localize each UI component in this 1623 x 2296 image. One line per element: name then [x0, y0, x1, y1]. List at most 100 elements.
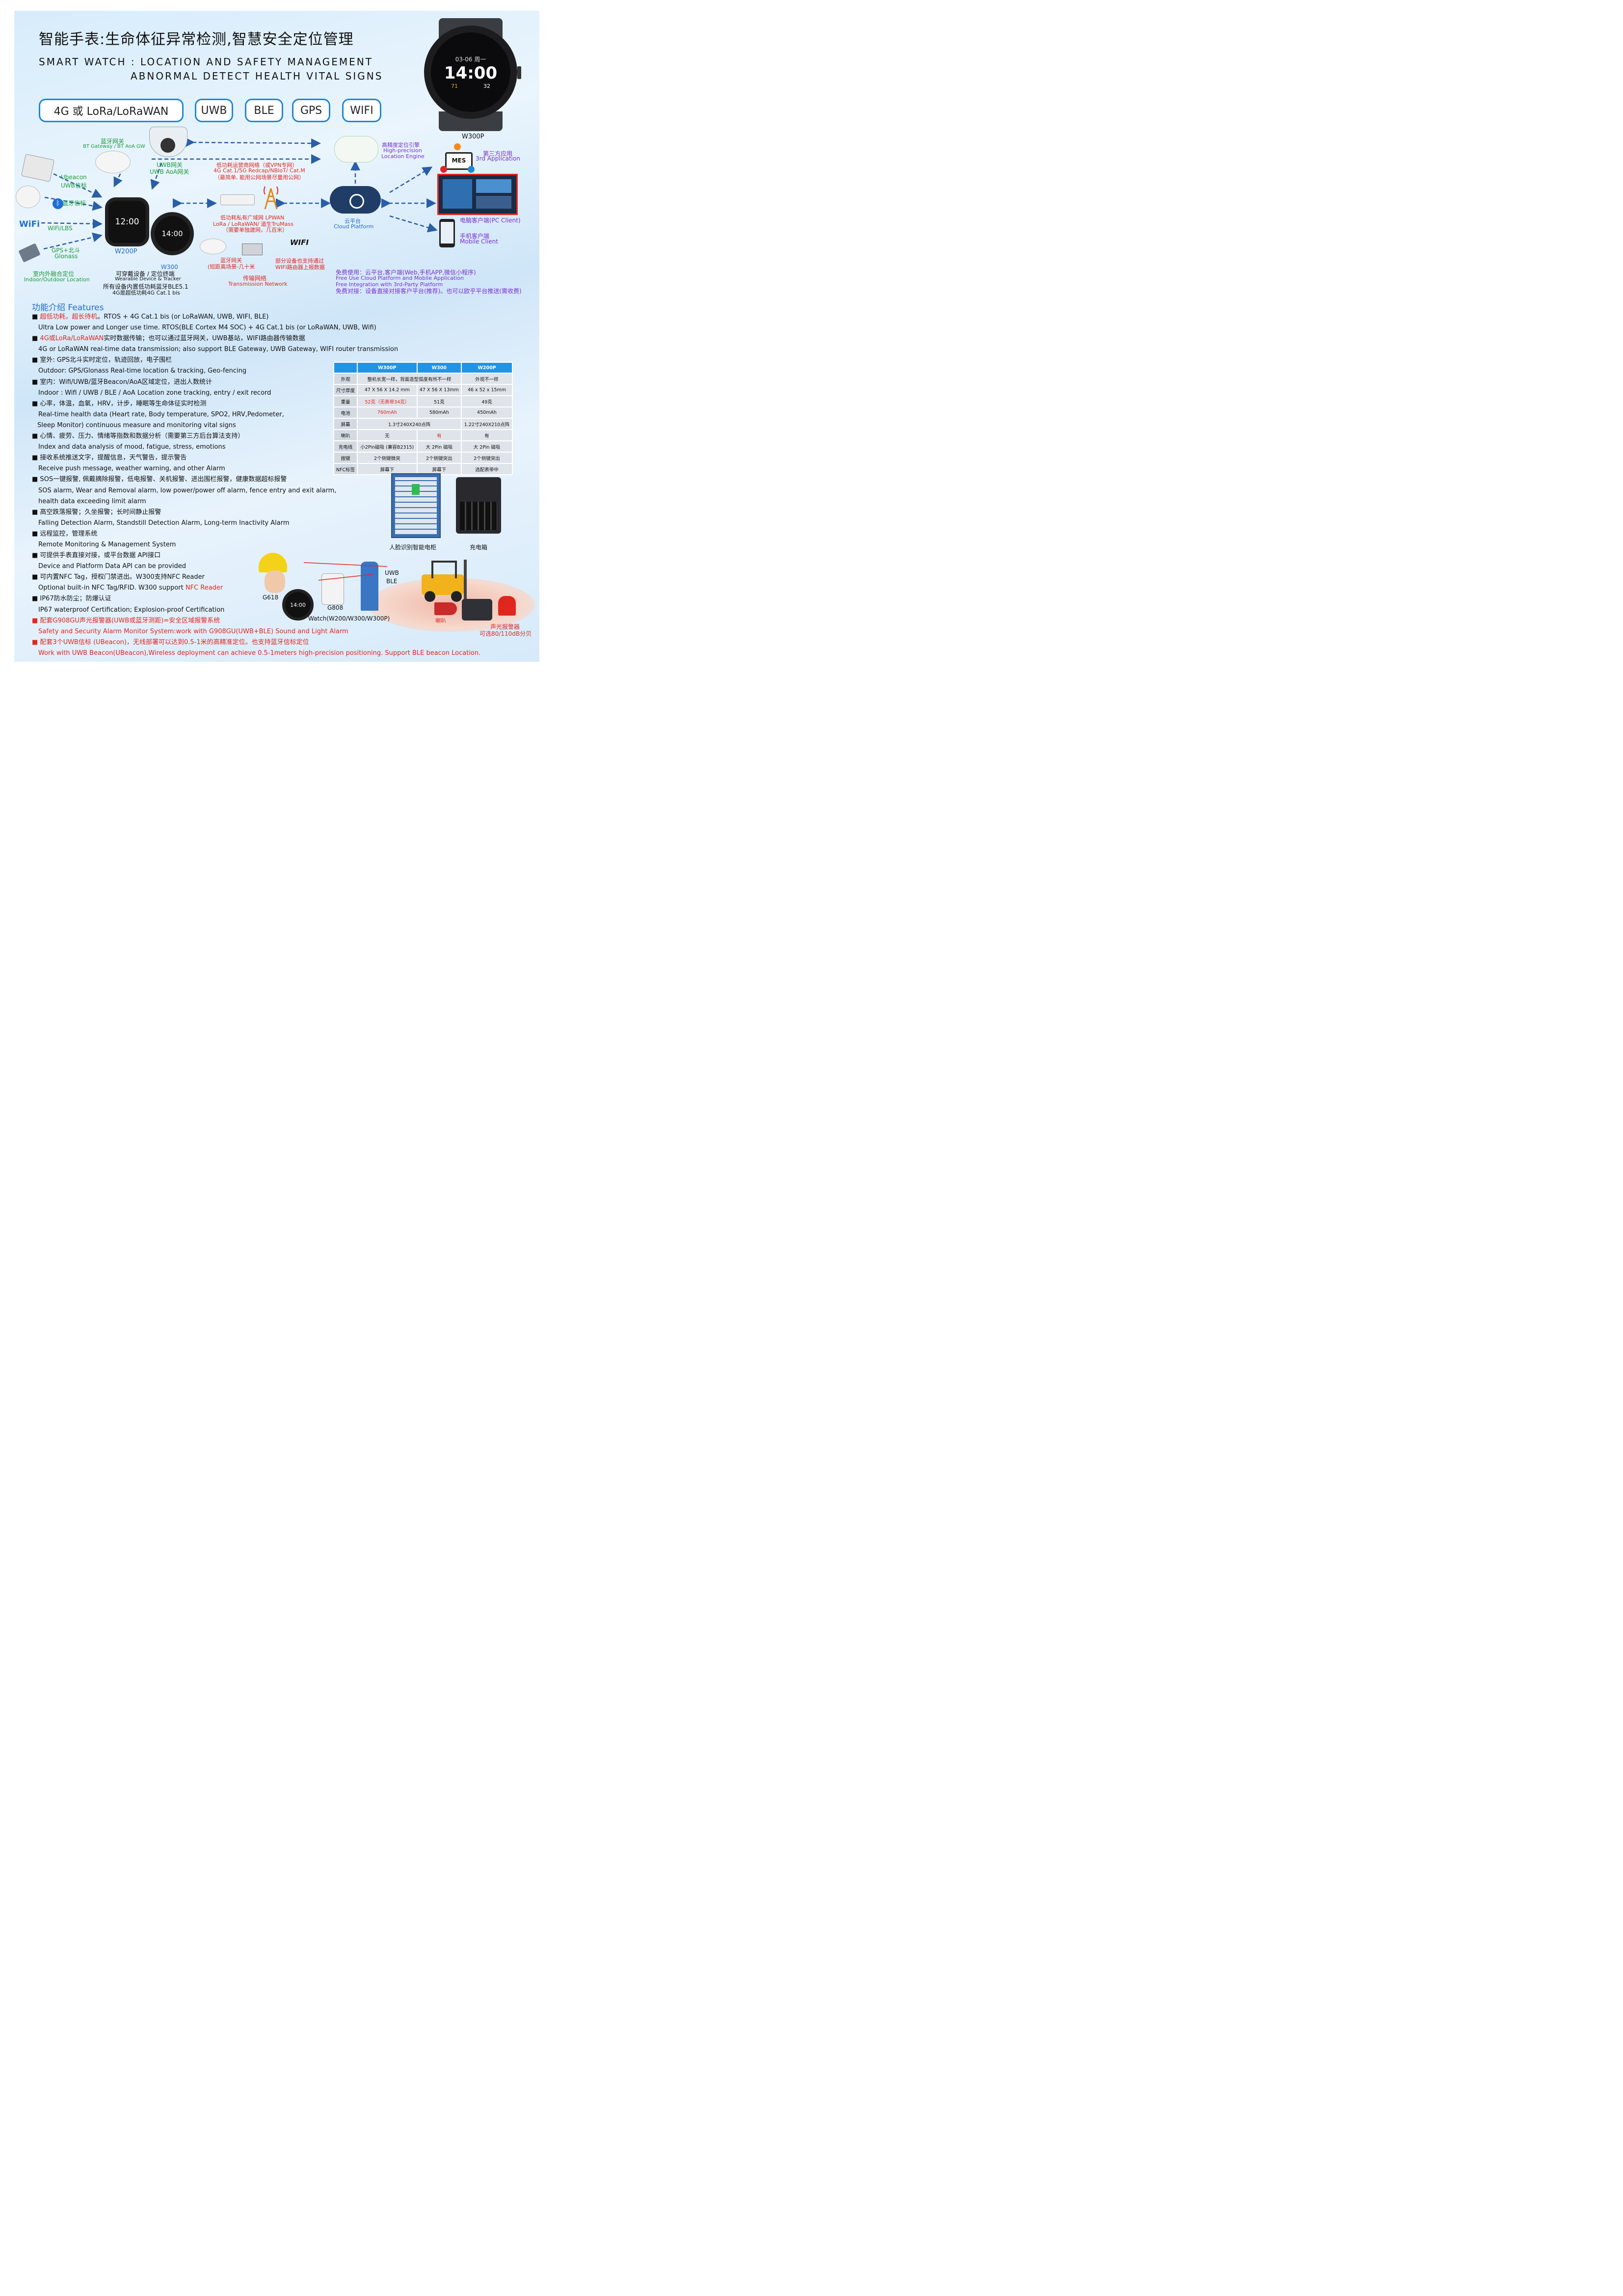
- free-use-en: Free Use Cloud Platform and Mobile Appli…: [336, 275, 464, 281]
- feature-en: Device and Platform Data API can be prov…: [38, 563, 186, 570]
- feature-item: ■ 心率，体温，血氧，HRV，计步，睡眠等生命体征实时检测: [32, 400, 207, 407]
- ble-note: 所有设备内置低功耗蓝牙BLE5.1: [103, 283, 188, 290]
- forklift: [417, 560, 476, 602]
- small-watch-time: 14:00: [290, 601, 306, 608]
- feature-cn: 心率，体温，血氧，HRV，计步，睡眠等生命体征实时检测: [40, 400, 207, 407]
- diagram-arrows: [41, 137, 438, 250]
- tag-wifi: WIFI: [342, 99, 381, 122]
- alarm-light-icon: [498, 596, 516, 616]
- free-use-cn: 免费使用：云平台,客户端(Web,手机APP,微信小程序): [336, 269, 476, 276]
- bt-gateway2-note: (短距离场景-几十米: [208, 264, 255, 270]
- feature-item-red: ■ 配套G908GU声光报警器(UWB或蓝牙测距)=安全区域报警系统: [32, 617, 220, 624]
- poster: 智能手表:生命体征异常检测,智慧安全定位管理 SMART WATCH : LOC…: [14, 11, 539, 662]
- gps-label-cn: GPS+北斗: [52, 247, 80, 254]
- spec-header-blank: [333, 362, 358, 374]
- feature-cn: 接收系统推送文字，提醒信息，天气警告，提示警告: [40, 454, 187, 462]
- w200p-watch: 12:00: [105, 197, 149, 246]
- feature-en: Receive push message, weather warning, a…: [38, 465, 225, 473]
- wearable-en: Wearable Device & Tracker: [115, 276, 181, 282]
- feature-cn: 心情、疲劳、压力、情绪等指数和数据分析（需要第三方后台算法支持）: [40, 432, 244, 440]
- wifi-lbs-label: WiFi/LBS: [48, 225, 73, 232]
- spec-row-screen: 屏幕 1.3寸240X240点阵 1.22寸240X210点阵: [333, 418, 513, 430]
- ble-beacon-label: 蓝牙信标: [62, 200, 86, 207]
- tag-gps: GPS: [292, 99, 330, 122]
- title-en-line1: SMART WATCH : LOCATION AND SAFETY MANAGE…: [39, 56, 373, 68]
- feature-en-cont: Sleep Monitor) continuous measure and mo…: [37, 421, 236, 429]
- engine-en-2: Location Engine: [381, 153, 425, 160]
- bt-gateway2-device: [200, 239, 226, 254]
- spec-row-weight: 重量 52克（无表带34克） 51克 49克: [333, 395, 513, 407]
- speaker-label: 喇叭: [435, 618, 446, 624]
- uwb-ble-lines: [303, 562, 388, 581]
- gps-label-en: Glonass: [54, 253, 78, 260]
- ble-beacon-device: [16, 186, 40, 208]
- alarm-db-label: 可选80/110dB分贝: [479, 630, 532, 637]
- cloud-en: Cloud Platform: [334, 223, 374, 230]
- cat1-note: 4G是超低功耗4G Cat.1 bis: [112, 290, 181, 296]
- feature-cn-highlight: 超低功耗，超长待机: [40, 313, 98, 321]
- feature-cn: 。RTOS + 4G Cat.1 bis (or LoRaWAN, UWB, W…: [97, 313, 269, 321]
- bt-gateway-device: [95, 151, 131, 173]
- indoor-outdoor-en: Indoor/Outdoor Location: [24, 276, 90, 283]
- third-app-en: 3rd Application: [476, 155, 520, 162]
- mes-icon: MES: [440, 143, 475, 173]
- nfc-reader-highlight: NFC Reader: [185, 584, 223, 592]
- w300-time: 14:00: [161, 229, 183, 238]
- spec-row-nfc: NFC标签 屏幕下 屏幕下 选配表带中: [333, 463, 513, 475]
- w300-watch: 14:00: [151, 212, 194, 255]
- feature-en: IP67 waterproof Certification; Explosion…: [38, 606, 225, 614]
- spec-row-speaker: 喇叭 无 有 有: [333, 429, 513, 441]
- spec-row-buttons: 按键 2个侧键微突 2个侧键突出 2个侧键突出: [333, 452, 513, 464]
- spec-header-w300p: W300P: [357, 362, 418, 374]
- lora-gateway-device: [242, 243, 263, 255]
- feature-cn: 远程监控，管理系统: [40, 530, 98, 538]
- spec-header-row: W300P W300 W200P: [333, 362, 513, 374]
- feature-item: ■ 高空跌落报警；久坐报警；长时间静止报警: [32, 508, 161, 516]
- feature-en: Ultra Low power and Longer use time. RTO…: [38, 324, 376, 332]
- feature-en: Optional built-in NFC Tag/RFID. W300 sup…: [38, 584, 223, 592]
- feature-en: Remote Monitoring & Management System: [38, 540, 176, 548]
- features-list: ■ 超低功耗，超长待机。RTOS + 4G Cat.1 bis (or LoRa…: [32, 312, 480, 659]
- feature-cn: 实时数据传输；也可以通过蓝牙网关，UWB基站，WIFI路由器传输数据: [104, 335, 305, 343]
- bt-gateway-cn: 蓝牙网关: [101, 138, 125, 145]
- feature-item: ■ 可内置NFC Tag，授权门禁进出。W300支持NFC Reader: [32, 573, 205, 581]
- feature-en: Index and data analysis of mood, fatigue…: [38, 443, 226, 451]
- mobile-client-cn: 手机客户端: [460, 233, 490, 240]
- lp-operator-1: 低功耗运营商网络（或VPN专网）: [216, 162, 298, 168]
- feature-en-cont: health data exceeding limit alarm: [38, 497, 146, 505]
- cloud-icon: [330, 186, 381, 214]
- alarm-label: 声光报警器: [490, 623, 520, 630]
- bt-gateway-en: BT Gateway / BT AoA GW: [83, 144, 145, 149]
- feature-item: ■ 室外: GPS北斗实时定位，轨迹回放，电子围栏: [32, 356, 172, 364]
- feature-item: ■ 室内：Wifi/UWB/蓝牙Beacon/AoA区域定位，进出人数统计: [32, 378, 212, 386]
- engine-en-1: High-precision: [383, 147, 422, 154]
- uwb-label: UWB: [385, 569, 399, 576]
- feature-en-red: Work with UWB Beacon(UBeacon),Wireless d…: [38, 649, 481, 657]
- feature-cn: 室内：Wifi/UWB/蓝牙Beacon/AoA区域定位，进出人数统计: [40, 378, 212, 386]
- uwb-gateway-en: UWB AoA网关: [150, 168, 189, 175]
- location-engine-icon: [334, 136, 378, 162]
- feature-item: ■ IP67防水防尘；防爆认证: [32, 595, 111, 603]
- spec-row-charger: 充电线 小2Pin磁吸 (兼容B2315) 大 2Pin 磁吸 大 2Pin 磁…: [333, 440, 513, 453]
- bt-gateway2-cn: 蓝牙网关: [220, 257, 242, 264]
- feature-en-red: Safety and Security Alarm Monitor System…: [38, 627, 348, 635]
- free-integration-cn: 免费对接：设备直接对接客户平台(推荐)。也可以欧乎平台推送(需收费): [336, 288, 522, 295]
- cloud-cn: 云平台: [345, 218, 361, 224]
- mobile-client-en: Mobile Client: [460, 238, 498, 245]
- third-app-cn: 第三方应用: [483, 150, 513, 157]
- spec-row-battery: 电池 760mAh 580mAh 450mAh: [333, 406, 513, 419]
- g618-label: G618: [263, 594, 279, 601]
- spec-row-appearance: 外观 整机长宽一样，背面造型弧度有所不一样 外观不一样: [333, 373, 513, 385]
- uwb-gateway-camera: [149, 127, 187, 157]
- case-label: 充电箱: [470, 544, 488, 551]
- feature-item: ■ 心情、疲劳、压力、情绪等指数和数据分析（需要第三方后台算法支持）: [32, 432, 244, 440]
- hero-watch-model: W300P: [462, 133, 484, 140]
- wifi-router-note-1: 部分设备也支持通过: [275, 258, 324, 264]
- g808-label: G808: [327, 604, 344, 611]
- feature-cn-highlight: 4G或LoRa/LoRaWAN: [40, 335, 104, 343]
- transmission-en: Transmission Network: [228, 281, 288, 287]
- spec-row-size: 尺寸厚度 47 X 56 X 14.2 mm 47 X 56 X 13mm 46…: [333, 384, 513, 396]
- engine-cn: 高精度定位引擎: [382, 142, 420, 148]
- lpwan-3: （需要单独建网，几百米）: [223, 227, 288, 233]
- wifi-icon: WiFi: [19, 219, 40, 229]
